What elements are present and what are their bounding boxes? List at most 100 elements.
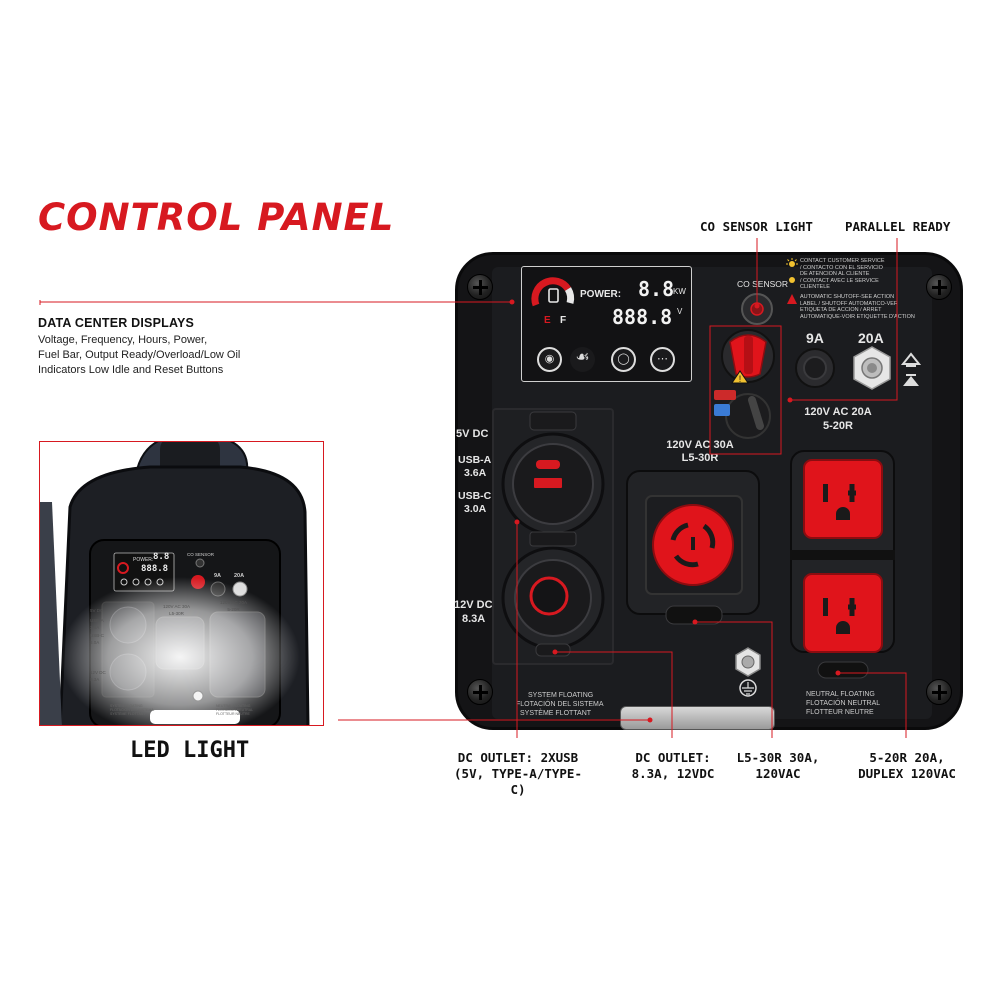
panel-usbc-line: 3.0A [464, 503, 487, 515]
fuel-full-label: F [560, 315, 567, 326]
inset-power-value: 8.8 [153, 552, 170, 562]
5-20r-duplex-outlet[interactable] [790, 450, 895, 682]
data-center-heading: DATA CENTER DISPLAYS [38, 316, 195, 330]
dc-12v-line: 8.3A, 12VDC [631, 766, 715, 781]
usb-c-port[interactable] [536, 460, 560, 469]
system-floating-line: SYSTÈME FLOTTANT [520, 710, 592, 717]
panel-usba-line: USB-A [458, 454, 492, 466]
inset-usba-line: 3.6A [90, 624, 100, 630]
inset-30a-line: L5-30R [169, 610, 184, 616]
inset-led-strip [150, 710, 240, 724]
panel-20a-label: 120V AC 20A 5-20R [798, 405, 878, 433]
panel-screw [467, 679, 493, 705]
inset-volt-value: 888.8 [141, 564, 169, 574]
panel-20a-line: 120V AC 20A [804, 406, 872, 418]
5-20r-upper-receptacle[interactable] [803, 459, 883, 539]
inset-co-sensor-label: CO SENSOR [187, 552, 215, 557]
inset-breaker-9a-label: 9A [214, 573, 222, 579]
system-floating-line: FLOTACIÓN DEL SISTEMA [516, 701, 604, 708]
inset-30a-label: 120V AC 30A L5-30R [163, 604, 190, 617]
panel-12vdc-line: 12V DC [454, 599, 493, 611]
inset-12vdc-label: 12V DC 8.3A [90, 670, 106, 683]
power-label: POWER: [580, 289, 622, 300]
data-center-line: Fuel Bar, Output Ready/Overload/Low Oil [38, 349, 241, 361]
low-idle-button[interactable]: ◉ [537, 347, 562, 372]
inset-neutral-floating-line: FLOTACIÓN NEUTRAL [216, 708, 254, 712]
breaker-9a-button[interactable] [792, 348, 842, 390]
panel-30a-line: 120V AC 30A [666, 439, 734, 451]
inset-30a-line: 120V AC 30A [163, 604, 191, 609]
12v-dc-socket[interactable] [529, 576, 569, 616]
l5-30r-line: 120VAC [755, 766, 801, 781]
panel-usbc-label: USB-C 3.0A [458, 490, 491, 516]
inset-12vdc-line: 12V DC [90, 670, 106, 675]
data-center-line: Voltage, Frequency, Hours, Power, [38, 334, 208, 346]
panel-usba-line: 3.6A [464, 467, 487, 479]
panel-screw [926, 274, 952, 300]
neutral-floating-line: FLOTTEUR NEUTRE [806, 709, 874, 716]
auto-shutoff-line: AUTOMATIQUE-VOIR ETIQUETTE D'ACTION [800, 313, 915, 320]
page-title: CONTROL PANEL [38, 196, 395, 239]
5-20r-outlet-label: 5-20R 20A, DUPLEX 120VAC [852, 750, 962, 782]
dc-usb-outlet-label: DC OUTLET: 2XUSB (5V, TYPE-A/TYPE-C) [448, 750, 588, 798]
svg-text:!: ! [739, 374, 742, 384]
co-sensor-panel-label: CO SENSOR [737, 279, 789, 289]
ground-terminal[interactable] [732, 646, 764, 702]
system-floating-label: SYSTEM FLOATING FLOTACIÓN DEL SISTEMA SY… [516, 691, 604, 718]
led-light-label: LED LIGHT [130, 738, 250, 763]
neutral-floating-line: FLOTACIÓN NEUTRAL [806, 700, 881, 707]
l5-30r-outlet-label: L5-30R 30A, 120VAC [732, 750, 824, 782]
dc-12v-outlet-label: DC OUTLET: 8.3A, 12VDC [628, 750, 718, 782]
panel-screw [467, 274, 493, 300]
5-20r-lower-receptacle[interactable] [803, 573, 883, 653]
5-20r-line: DUPLEX 120VAC [858, 766, 956, 781]
dc-outlets [501, 411, 605, 657]
data-center-description: Voltage, Frequency, Hours, Power, Fuel B… [38, 333, 240, 378]
panel-30a-label: 120V AC 30A L5-30R [660, 439, 740, 465]
neutral-floating-label: NEUTRAL FLOATING FLOTACIÓN NEUTRAL FLOTT… [806, 690, 880, 717]
output-ready-button[interactable]: ◯ [611, 347, 636, 372]
inset-20a-line: 120V AC 20A [220, 600, 248, 605]
inset-usbc-line: USB-C [90, 633, 105, 638]
engine-switch[interactable]: ! [708, 328, 778, 448]
usb-a-port[interactable] [534, 478, 562, 488]
shutoff-warning-icon [787, 294, 797, 304]
fuel-gauge-white [564, 287, 575, 304]
panel-usbc-line: USB-C [458, 490, 492, 502]
power-value: 8.8 [638, 277, 675, 301]
dc-usb-line: DC OUTLET: 2XUSB [457, 750, 579, 765]
breaker-9a-label: 9A [806, 330, 824, 346]
led-glow [60, 577, 300, 725]
inset-neutral-floating-line: NEUTRAL FLOATING [216, 704, 251, 708]
dc-usb-line: (5V, TYPE-A/TYPE-C) [454, 766, 582, 797]
fuel-pump-icon [548, 288, 559, 303]
l5-30r-outlet[interactable] [626, 470, 760, 635]
co-sensor-light-label: CO SENSOR LIGHT [700, 219, 813, 234]
contact-service-line: CLIENTELE [800, 284, 830, 290]
inset-usbc-line: 3.0A [90, 639, 100, 645]
inset-usba-line: USB-A [90, 618, 104, 623]
parallel-ready-icon [900, 352, 922, 386]
panel-screw [926, 679, 952, 705]
panel-5vdc-label: 5V DC [456, 428, 489, 440]
breaker-20a-label: 20A [858, 330, 884, 346]
contact-service-notice: CONTACT CUSTOMER SERVICE / CONTACTO CON … [800, 258, 885, 291]
inset-12vdc-line: 8.3A [90, 676, 100, 682]
inset-ground-terminal [192, 690, 204, 702]
fuel-empty-label: E [544, 315, 551, 326]
inset-system-floating-line: SYSTÈME FLOTTANT [110, 712, 146, 716]
led-light-strip [620, 706, 775, 730]
auto-shutoff-notice: AUTOMATIC SHUTOFF-SEE ACTION LABEL / SHU… [800, 294, 915, 320]
data-center-display: E F POWER: 8.8 KW 888.8 V ◉ ☙ ◯ ⋯ [521, 266, 692, 382]
panel-30a-line: L5-30R [681, 452, 719, 464]
inset-5vdc-label: 5V DC [90, 608, 104, 613]
voltage-value: 888.8 [612, 305, 673, 329]
panel-usba-label: USB-A 3.6A [458, 454, 491, 480]
breaker-20a-button[interactable] [850, 345, 894, 391]
power-unit: KW [673, 287, 686, 296]
panel-12vdc-label: 12V DC 8.3A [454, 598, 493, 626]
reset-button[interactable]: ⋯ [650, 347, 675, 372]
panel-20a-line: 5-20R [823, 420, 853, 432]
neutral-floating-line: NEUTRAL FLOATING [806, 691, 875, 698]
co-sensor-light [741, 293, 773, 325]
